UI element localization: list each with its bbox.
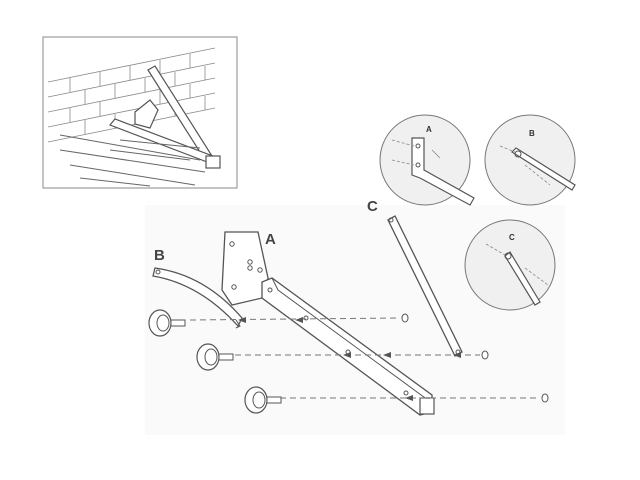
wall-anchor-icon-2 bbox=[196, 343, 234, 371]
detail-circle-c: C bbox=[464, 219, 556, 311]
part-c-label: C bbox=[367, 198, 378, 215]
screw-icon-1 bbox=[401, 313, 409, 323]
part-a-label: A bbox=[265, 231, 276, 248]
installed-rack bbox=[109, 65, 221, 169]
guide-arrowheads bbox=[238, 317, 461, 401]
installed-bars bbox=[59, 134, 206, 187]
screw-icon-2 bbox=[481, 350, 489, 360]
detail-a-label: A bbox=[426, 125, 432, 134]
detail-c-label: C bbox=[509, 233, 515, 242]
main-arm bbox=[261, 277, 435, 416]
part-b-curved-arm bbox=[152, 267, 243, 329]
installed-view-inset bbox=[42, 36, 238, 189]
detail-circle-a: A bbox=[379, 114, 475, 206]
detail-circle-b: B bbox=[484, 114, 576, 206]
part-b-label: B bbox=[154, 247, 165, 264]
wall-anchor-icon-1 bbox=[148, 309, 186, 337]
screw-icon-3 bbox=[541, 393, 549, 403]
detail-b-label: B bbox=[529, 129, 535, 138]
wall-anchor-icon-3 bbox=[244, 386, 282, 414]
